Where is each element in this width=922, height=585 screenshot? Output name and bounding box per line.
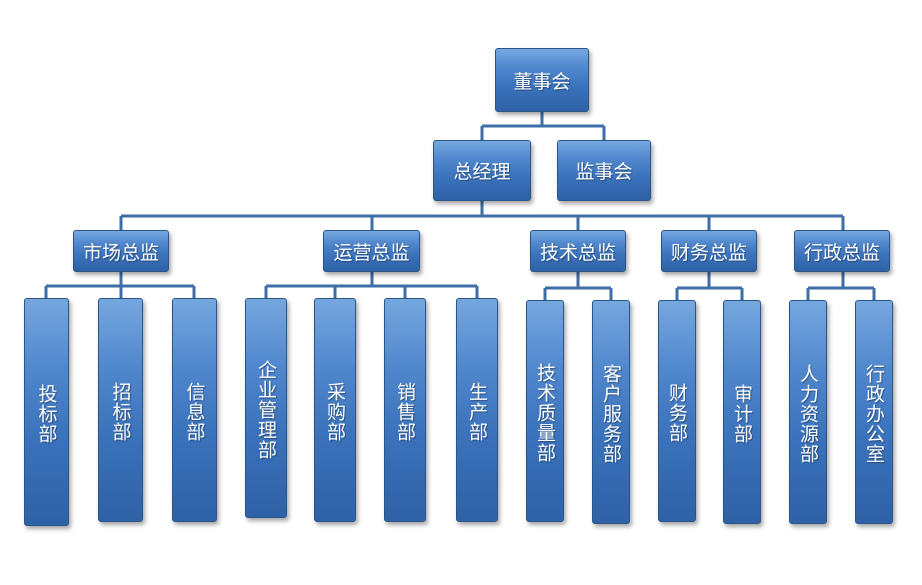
node-sales-dept: 销售部: [384, 298, 426, 522]
link-tech-depts: [543, 272, 613, 300]
node-ops-director: 运营总监: [323, 230, 420, 272]
link-manager-directors: [119, 201, 845, 230]
link-market-depts: [44, 272, 196, 298]
node-supervisory-board: 监事会: [557, 140, 651, 201]
node-general-manager: 总经理: [433, 140, 531, 201]
node-board: 董事会: [495, 48, 589, 112]
link-ops-depts: [264, 272, 479, 298]
node-tech-quality-dept: 技术质量部: [526, 300, 564, 522]
node-tech-director: 技术总监: [530, 230, 626, 272]
node-purchasing-dept: 采购部: [314, 298, 356, 522]
link-root-group: [480, 112, 606, 140]
node-production-dept: 生产部: [456, 298, 498, 522]
node-audit-dept: 审计部: [723, 300, 761, 524]
node-admin-office: 行政办公室: [855, 300, 893, 524]
node-enterprise-mgmt-dept: 企业管理部: [245, 298, 287, 518]
link-finance-depts: [675, 272, 744, 300]
node-admin-director: 行政总监: [794, 230, 890, 272]
link-admin-depts: [806, 272, 876, 300]
node-info-dept: 信息部: [172, 298, 217, 522]
node-hr-dept: 人力资源部: [789, 300, 827, 524]
node-finance-director: 财务总监: [661, 230, 757, 272]
node-tender-dept: 招标部: [98, 298, 143, 522]
node-bidding-dept: 投标部: [24, 298, 69, 526]
node-finance-dept: 财务部: [658, 300, 696, 522]
node-customer-service-dept: 客户服务部: [592, 300, 630, 524]
node-market-director: 市场总监: [73, 230, 169, 272]
